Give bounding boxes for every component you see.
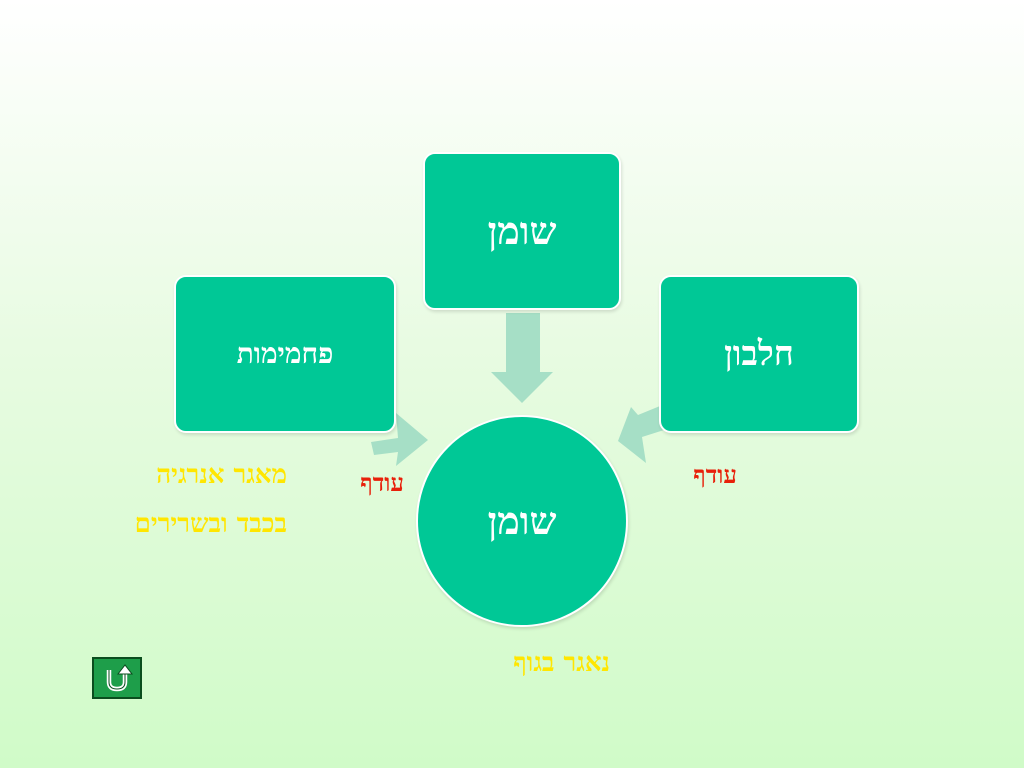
excess-label-right: עודף xyxy=(693,460,737,489)
center-fat-circle: שומן xyxy=(416,415,628,627)
top-fat-box: שומן xyxy=(423,152,621,310)
arrow-left-to-center xyxy=(371,413,428,466)
top-fat-box-label: שומן xyxy=(487,208,557,253)
u-turn-return-icon xyxy=(106,664,134,692)
left-carbohydrates-box-label: פחמימות xyxy=(236,337,334,370)
back-button[interactable] xyxy=(92,657,142,699)
excess-label-left: עודף xyxy=(360,468,404,497)
energy-store-line1: מאגר אנרגיה xyxy=(156,460,287,490)
center-fat-circle-label: שומן xyxy=(487,498,557,543)
energy-store-line2: בכבד ובשרירים xyxy=(134,509,287,539)
stored-in-body-label: נאגר בגוף xyxy=(513,648,610,678)
right-protein-box: חלבון xyxy=(659,275,859,433)
right-protein-box-label: חלבון xyxy=(724,334,794,374)
arrow-top-to-center xyxy=(491,313,553,403)
left-carbohydrates-box: פחמימות xyxy=(174,275,396,433)
arrow-right-to-center xyxy=(618,406,664,463)
